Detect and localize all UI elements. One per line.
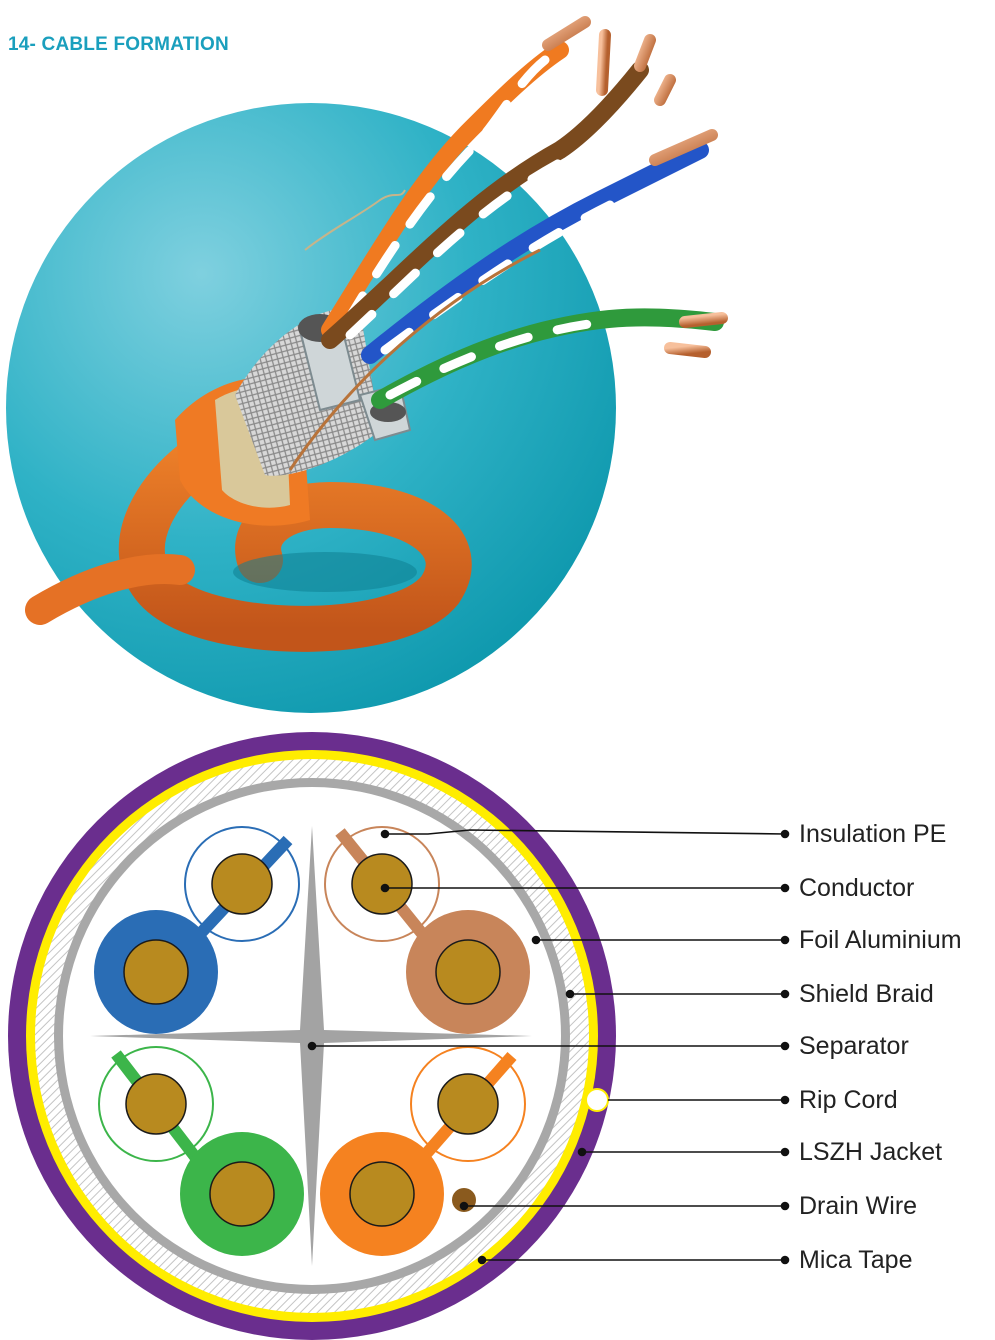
rip-cord-dot: [586, 1089, 608, 1111]
label-drain-wire: Drain Wire: [799, 1191, 917, 1221]
label-mica-tape: Mica Tape: [799, 1245, 913, 1275]
label-rip-cord: Rip Cord: [799, 1085, 898, 1115]
label-shield-braid: Shield Braid: [799, 979, 934, 1009]
cable-photo-icon: [6, 22, 722, 713]
cable-loop-hole: [233, 552, 417, 592]
label-lszh-jacket: LSZH Jacket: [799, 1137, 942, 1167]
label-insulation-pe: Insulation PE: [799, 819, 946, 849]
label-conductor: Conductor: [799, 873, 914, 903]
label-foil-aluminium: Foil Aluminium: [799, 925, 962, 955]
cable-cross-section-icon: [8, 732, 616, 1340]
label-separator: Separator: [799, 1031, 909, 1061]
